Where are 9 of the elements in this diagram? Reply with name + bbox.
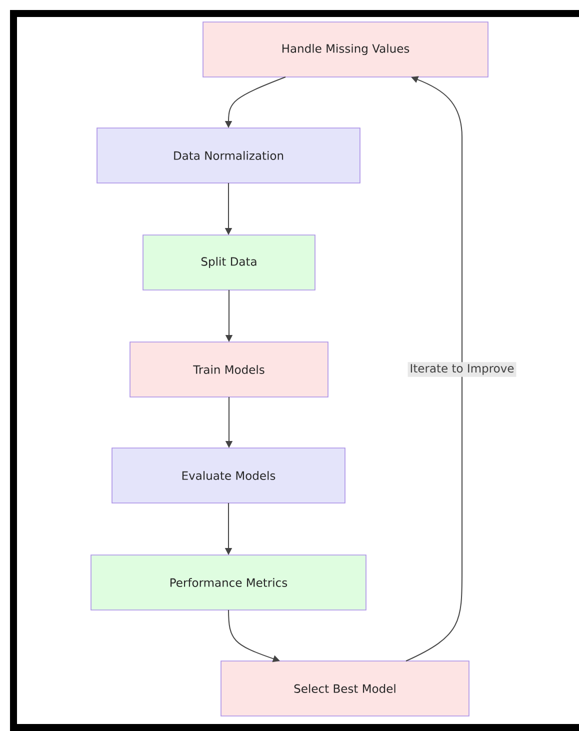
process-box: Split Data — [142, 234, 316, 290]
edge-label: Iterate to Improve — [408, 362, 516, 377]
process-box: Evaluate Models — [112, 448, 346, 504]
process-box: Data Normalization — [96, 128, 360, 184]
process-box: Train Models — [130, 342, 328, 398]
process-box: Performance Metrics — [90, 554, 366, 610]
process-box: Handle Missing Values — [202, 22, 488, 78]
arrow — [406, 76, 462, 662]
process-box: Select Best Model — [220, 660, 470, 716]
